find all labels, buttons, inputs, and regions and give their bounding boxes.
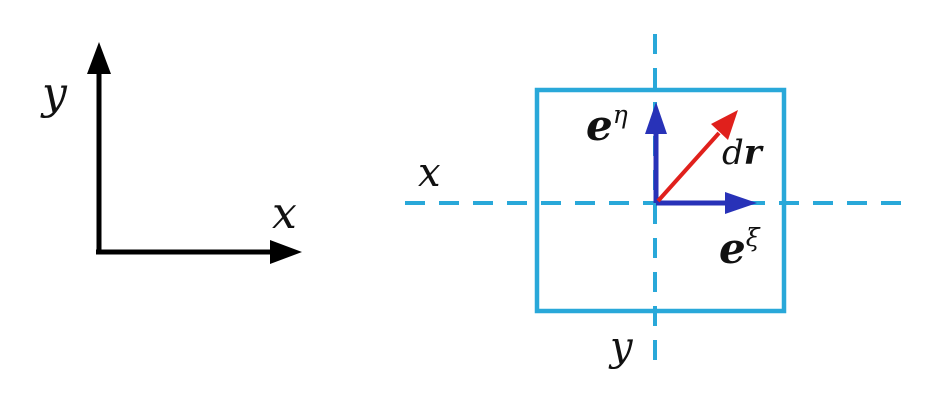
basis-eta-arrowhead [645,102,667,134]
global-axes: y x [40,42,302,264]
basis-xi-superscript: ξ [746,223,761,252]
basis-eta-base: e [586,101,613,150]
displacement-prefix: d [722,133,744,173]
displacement-vector: r [744,133,764,173]
basis-xi-label: eξ [719,223,761,273]
element-x-label: x [418,150,441,196]
global-y-label: y [40,68,68,119]
displacement-arrowhead [711,110,738,140]
element-diagram: x y eη eξ dr [405,34,912,372]
global-x-arrowhead [270,240,302,264]
element-y-label: y [608,324,634,370]
global-x-label: x [272,188,297,239]
basis-xi-arrowhead [725,192,757,214]
global-y-arrowhead [87,42,111,74]
basis-eta-superscript: η [613,100,628,129]
basis-eta-label: eη [586,100,628,150]
element-square [534,87,787,314]
basis-xi-base: e [719,224,746,273]
displacement-label: dr [722,133,764,173]
displacement-shaft [656,131,721,203]
